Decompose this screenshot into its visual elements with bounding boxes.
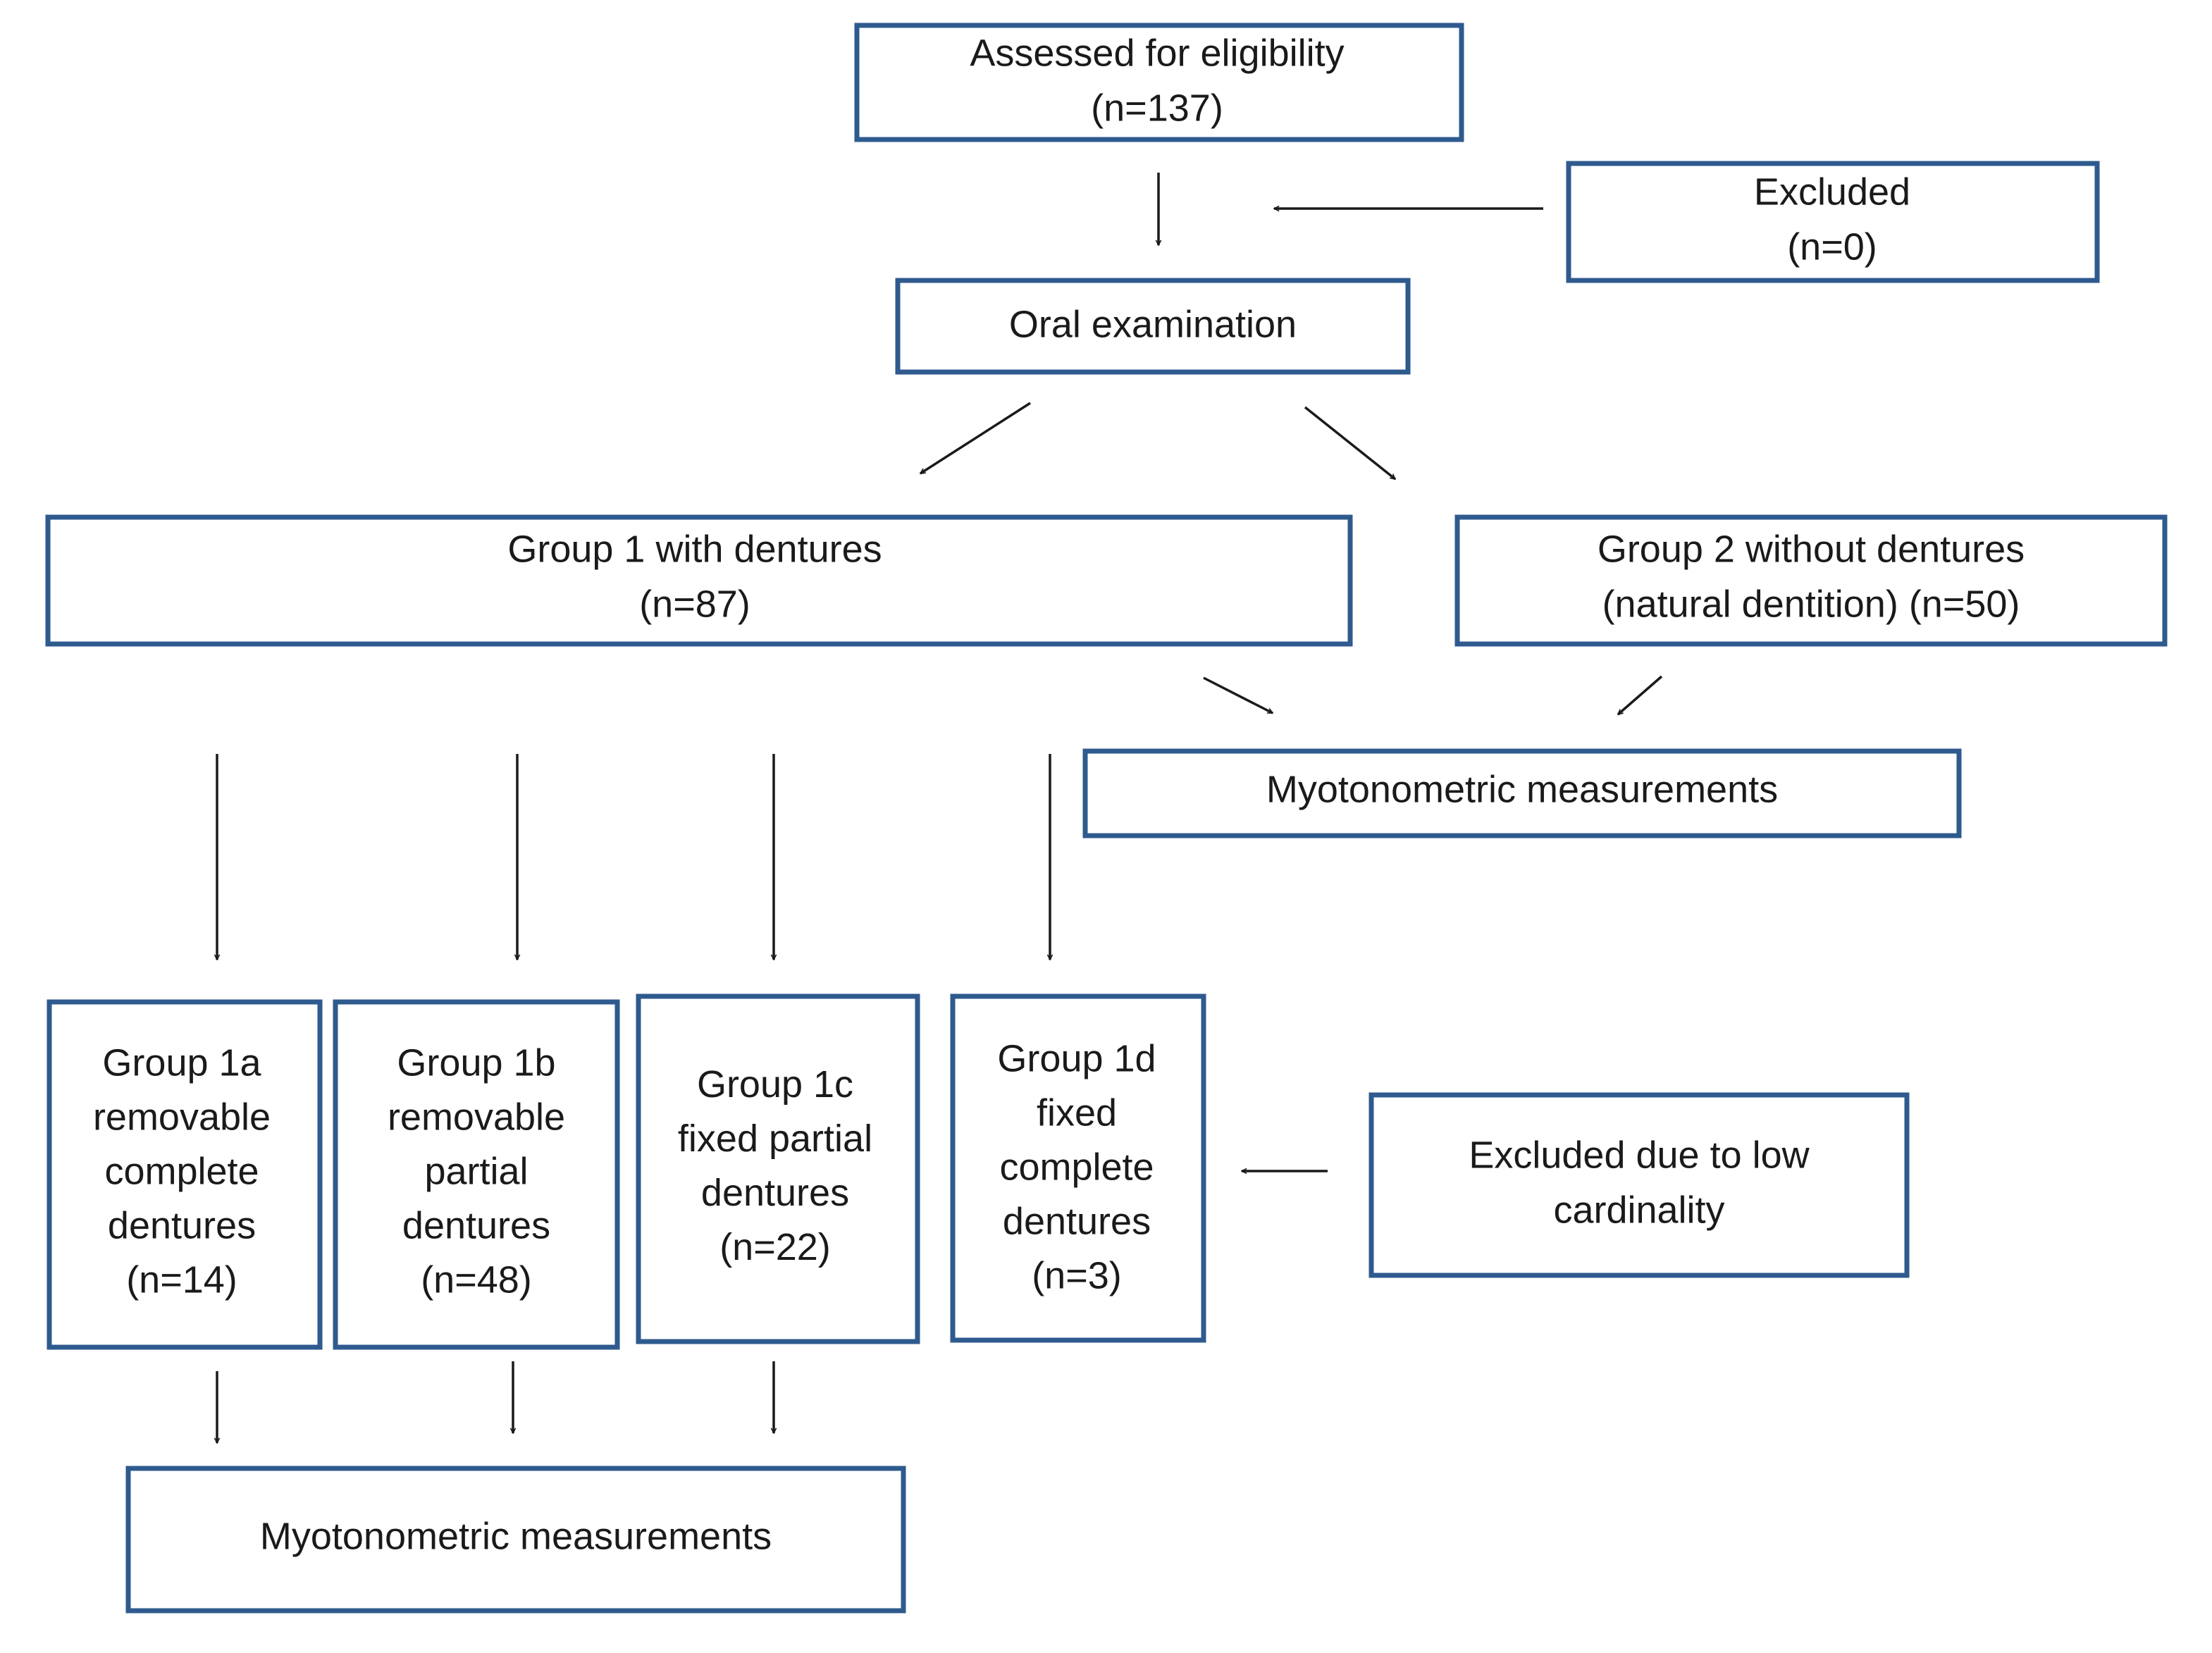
group1d-box: Group 1d fixed complete dentures (n=3) (950, 993, 1206, 1343)
excluded-low-line-2: cardinality (1553, 1189, 1724, 1231)
group1c-line-1: Group 1c (697, 1063, 853, 1106)
oral-exam-box: Oral examination (895, 278, 1411, 375)
group1a-line-4: dentures (108, 1204, 256, 1246)
arrow-oral-to-group1 (920, 402, 1031, 475)
excluded-box: Excluded (n=0) (1566, 161, 2100, 283)
oral-exam-line-1: Oral examination (1009, 303, 1297, 345)
excluded-line-1: Excluded (1754, 171, 1910, 213)
group1b-box-label: Group 1b removable partial dentures (n=48) (388, 1041, 565, 1301)
excluded-low-box-border (1368, 1092, 1910, 1278)
group1c-line-2: fixed partial (678, 1118, 872, 1160)
arrow-group2-to-myo-top (1618, 675, 1663, 716)
myo-bottom-box: Myotonometric measurements (125, 1466, 906, 1614)
group1b-line-3: partial (424, 1150, 528, 1192)
group1b-box-border (333, 999, 620, 1350)
group2-box: Group 2 without dentures (natural dentiti… (1454, 514, 2168, 647)
group1d-box-border (950, 993, 1206, 1343)
group1c-line-3: dentures (701, 1172, 849, 1214)
assessed-line-1: Assessed for eligibility (970, 32, 1344, 74)
assessed-box-border (854, 23, 1464, 142)
myo-top-line-1: Myotonometric measurements (1266, 768, 1778, 810)
myo-top-box: Myotonometric measurements (1082, 748, 1962, 838)
group1a-box: Group 1a removable complete dentures (n=14) (47, 999, 323, 1350)
arrow-group1-to-myo-top (1203, 676, 1273, 714)
group1b-line-1: Group 1b (397, 1041, 555, 1084)
group2-line-2: (natural dentition) (n=50) (1602, 583, 2020, 625)
group1-box-label: Group 1 with dentures (n=87) (507, 528, 882, 625)
assessed-line-2: (n=137) (1091, 87, 1223, 129)
group1b-box: Group 1b removable partial dentures (n=48) (333, 999, 620, 1350)
group2-box-label: Group 2 without dentures (natural dentiti… (1598, 528, 2025, 625)
arrow-oral-to-group2 (1304, 406, 1395, 481)
group1a-line-3: complete (104, 1150, 259, 1192)
group1d-line-1: Group 1d (997, 1037, 1156, 1079)
group1d-line-2: fixed (1037, 1091, 1117, 1134)
excluded-low-box-label: Excluded due to low cardinality (1469, 1134, 1810, 1231)
assessed-box: Assessed for eligibility (n=137) (854, 23, 1464, 142)
group1b-line-2: removable (388, 1096, 565, 1138)
group1d-line-4: dentures (1003, 1200, 1151, 1242)
group2-box-border (1454, 514, 2168, 647)
arrows (217, 173, 1663, 1443)
group1a-line-5: (n=14) (126, 1258, 237, 1301)
group2-line-1: Group 2 without dentures (1598, 528, 2025, 570)
oral-exam-box-label: Oral examination (1009, 303, 1297, 345)
excluded-low-box: Excluded due to low cardinality (1368, 1092, 1910, 1278)
group1a-box-border (47, 999, 323, 1350)
group1c-line-4: (n=22) (719, 1226, 831, 1268)
myo-top-box-border (1082, 748, 1962, 838)
myo-bottom-line-1: Myotonometric measurements (260, 1515, 772, 1557)
group1b-line-5: (n=48) (421, 1258, 532, 1301)
group1c-box-border (636, 993, 920, 1344)
oral-exam-box-border (895, 278, 1411, 375)
excluded-box-border (1566, 161, 2100, 283)
group1d-box-label: Group 1d fixed complete dentures (n=3) (997, 1037, 1156, 1296)
group1a-line-1: Group 1a (102, 1041, 261, 1084)
myo-bottom-box-border (125, 1466, 906, 1614)
group1b-line-4: dentures (402, 1204, 550, 1246)
group1-box-border (45, 514, 1353, 647)
group1a-line-2: removable (93, 1096, 271, 1138)
group1a-box-label: Group 1a removable complete dentures (n=14) (93, 1041, 271, 1301)
group1c-box-label: Group 1c fixed partial dentures (n=22) (678, 1063, 872, 1268)
excluded-box-label: Excluded (n=0) (1754, 171, 1910, 268)
myo-top-box-label: Myotonometric measurements (1266, 768, 1778, 810)
excluded-line-2: (n=0) (1787, 225, 1877, 268)
group1-line-2: (n=87) (639, 583, 750, 625)
excluded-low-line-1: Excluded due to low (1469, 1134, 1810, 1176)
group1d-line-5: (n=3) (1032, 1254, 1122, 1296)
group1d-line-3: complete (999, 1146, 1154, 1188)
group1-line-1: Group 1 with dentures (507, 528, 882, 570)
assessed-box-label: Assessed for eligibility (n=137) (970, 32, 1344, 129)
group1-box: Group 1 with dentures (n=87) (45, 514, 1353, 647)
group1c-box: Group 1c fixed partial dentures (n=22) (636, 993, 920, 1344)
myo-bottom-box-label: Myotonometric measurements (260, 1515, 772, 1557)
